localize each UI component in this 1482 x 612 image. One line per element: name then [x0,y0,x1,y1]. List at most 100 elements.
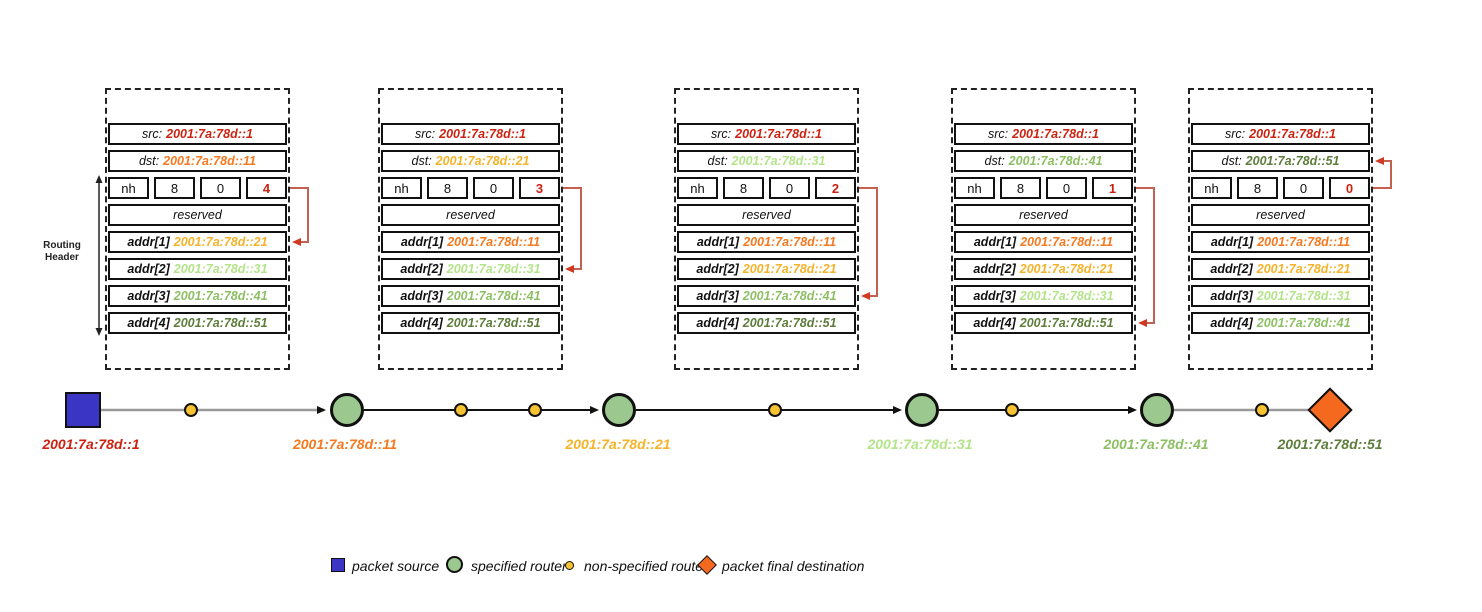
src-row: src: 2001:7a:78d::1 [381,123,560,145]
addr-address: 2001:7a:78d::51 [742,316,837,330]
router-address-label-4: 2001:7a:78d::41 [1103,436,1209,452]
addr-address: 2001:7a:78d::51 [446,316,541,330]
routing-type-field: 0 [1046,177,1087,199]
addr-address: 2001:7a:78d::31 [446,262,541,276]
addr-address: 2001:7a:78d::41 [173,289,268,303]
addr-row-1: addr[1] 2001:7a:78d::11 [1191,231,1370,253]
addr-address: 2001:7a:78d::31 [173,262,268,276]
header-rows: src: 2001:7a:78d::1 dst: 2001:7a:78d::51… [1191,123,1370,339]
specified-router-node-1 [330,393,364,427]
dst-address: 2001:7a:78d::41 [1008,154,1103,168]
addr-row-1: addr[1] 2001:7a:78d::11 [677,231,856,253]
reserved-row: reserved [677,204,856,226]
non-specified-router-node-3 [528,403,542,417]
dst-label: dst: [984,154,1005,168]
addr-label: addr[4] [1210,316,1253,330]
routing-fields-row: nh 8 0 4 [108,177,287,199]
addr-address: 2001:7a:78d::21 [1019,262,1114,276]
addr-address: 2001:7a:78d::21 [742,262,837,276]
addr-label: addr[3] [127,289,170,303]
routing-header-span-label: Routing Header [30,240,94,264]
specified-router-node-2 [602,393,636,427]
dst-label: dst: [1221,154,1242,168]
routing-fields-row: nh 8 0 2 [677,177,856,199]
dst-address: 2001:7a:78d::21 [435,154,530,168]
src-address: 2001:7a:78d::1 [439,127,526,141]
reserved-label: reserved [1256,208,1305,222]
specified-router-node-4 [1140,393,1174,427]
segleft-pointer-arrow-4 [1136,187,1155,327]
non-specified-router-node-4 [768,403,782,417]
next-header-field: nh [381,177,422,199]
dst-address: 2001:7a:78d::11 [163,154,257,168]
packet-source-node [65,392,101,428]
reserved-label: reserved [742,208,791,222]
addr-address: 2001:7a:78d::21 [1256,262,1351,276]
routing-type-field: 0 [1283,177,1324,199]
addr-address: 2001:7a:78d::11 [447,235,541,249]
specified-router-node-3 [905,393,939,427]
non-specified-router-node-2 [454,403,468,417]
reserved-row: reserved [954,204,1133,226]
routing-header-label-line1: Routing [43,240,81,251]
src-label: src: [415,127,436,141]
hdr-ext-len-field: 8 [154,177,195,199]
addr-address: 2001:7a:78d::41 [1256,316,1351,330]
header-rows: src: 2001:7a:78d::1 dst: 2001:7a:78d::11… [108,123,287,339]
hdr-ext-len-field: 8 [427,177,468,199]
addr-label: addr[3] [973,289,1016,303]
router-address-label-2: 2001:7a:78d::21 [565,436,671,452]
addr-address: 2001:7a:78d::11 [743,235,837,249]
packet-header-box-3: src: 2001:7a:78d::1 dst: 2001:7a:78d::31… [674,88,859,370]
segments-left-field: 4 [246,177,287,199]
packet-header-box-2: src: 2001:7a:78d::1 dst: 2001:7a:78d::21… [378,88,563,370]
router-address-label-1: 2001:7a:78d::11 [292,436,398,452]
next-header-field: nh [677,177,718,199]
addr-label: addr[3] [400,289,443,303]
routing-fields-row: nh 8 0 0 [1191,177,1370,199]
addr-label: addr[2] [1210,262,1253,276]
addr-row-2: addr[2] 2001:7a:78d::31 [381,258,560,280]
addr-row-3: addr[3] 2001:7a:78d::31 [1191,285,1370,307]
hdr-ext-len-field: 8 [723,177,764,199]
src-address: 2001:7a:78d::1 [1012,127,1099,141]
legend-non-specified-router-icon [565,561,574,570]
legend-specified-router-label: specified router [471,558,567,574]
legend-packet-source-label: packet source [352,558,440,574]
dst-row: dst: 2001:7a:78d::41 [954,150,1133,172]
src-label: src: [711,127,732,141]
addr-label: addr[4] [127,316,170,330]
dst-address: 2001:7a:78d::31 [731,154,826,168]
addr-row-4: addr[4] 2001:7a:78d::51 [677,312,856,334]
routing-header-span-arrow [95,175,103,336]
src-label: src: [142,127,163,141]
legend-specified-router-icon [446,556,463,573]
addr-row-4: addr[4] 2001:7a:78d::51 [381,312,560,334]
src-row: src: 2001:7a:78d::1 [954,123,1133,145]
routing-fields-row: nh 8 0 1 [954,177,1133,199]
header-rows: src: 2001:7a:78d::1 dst: 2001:7a:78d::41… [954,123,1133,339]
addr-address: 2001:7a:78d::31 [1019,289,1114,303]
non-specified-router-node-1 [184,403,198,417]
segleft-pointer-arrow-5 [1373,157,1392,189]
src-label: src: [1225,127,1246,141]
addr-label: addr[4] [400,316,443,330]
next-header-field: nh [1191,177,1232,199]
src-address: 2001:7a:78d::1 [166,127,253,141]
addr-row-4: addr[4] 2001:7a:78d::51 [954,312,1133,334]
segments-left-field: 2 [815,177,856,199]
addr-label: addr[1] [400,235,444,249]
addr-row-1: addr[1] 2001:7a:78d::11 [381,231,560,253]
dst-row: dst: 2001:7a:78d::11 [108,150,287,172]
segments-left-field: 1 [1092,177,1133,199]
addr-label: addr[1] [127,235,170,249]
header-rows: src: 2001:7a:78d::1 dst: 2001:7a:78d::21… [381,123,560,339]
addr-address: 2001:7a:78d::11 [1020,235,1114,249]
addr-label: addr[2] [696,262,739,276]
legend-non-specified-router-label: non-specified router [584,558,708,574]
segleft-pointer-arrow-3 [859,187,878,300]
reserved-label: reserved [173,208,222,222]
addr-address: 2001:7a:78d::41 [742,289,837,303]
addr-address: 2001:7a:78d::51 [173,316,268,330]
